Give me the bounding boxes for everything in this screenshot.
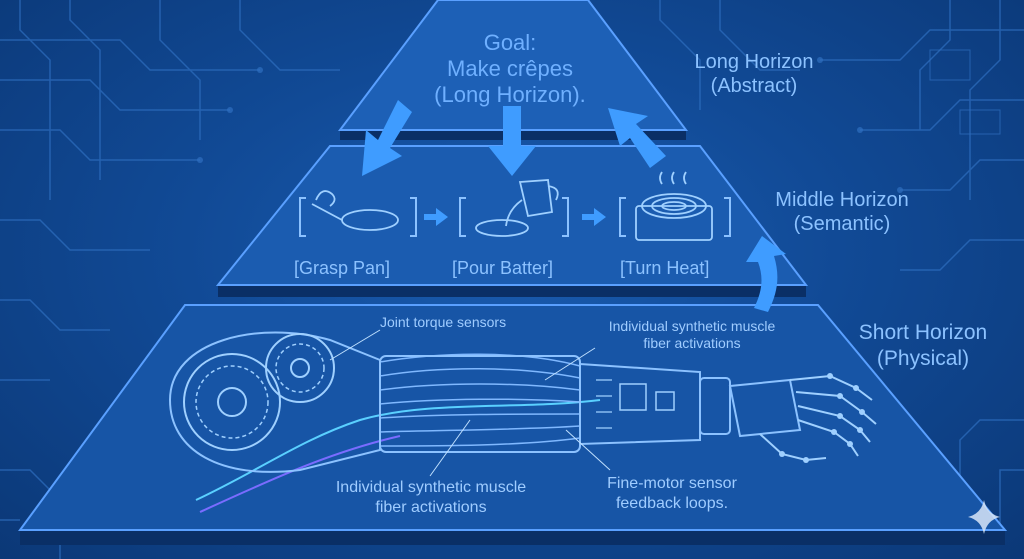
long-horizon-title: Long Horizon (694, 51, 814, 73)
muscle-fiber-annotation-top: Individual synthetic muscle fiber activa… (584, 318, 800, 352)
middle-horizon-label: Middle Horizon (Semantic) (752, 188, 932, 236)
down-left-arrow (362, 100, 412, 176)
muscle-top-line-1: Individual synthetic muscle (608, 318, 776, 334)
down-center-arrow (488, 106, 536, 176)
step-pour-batter: [Pour Batter] (452, 258, 554, 278)
batter-jug-icon (475, 179, 559, 237)
long-horizon-subtitle: (Abstract) (710, 75, 798, 97)
batter-arrow-2 (582, 208, 606, 226)
short-horizon-title: Short Horizon (858, 321, 988, 344)
bracket-grasp (299, 197, 417, 237)
step-grasp-pan: [Grasp Pan] (294, 258, 391, 278)
middle-horizon-subtitle: (Semantic) (793, 213, 891, 235)
up-right-arrow (608, 108, 666, 168)
long-horizon-label: Long Horizon (Abstract) (674, 50, 834, 98)
muscle-bottom-line-2: fiber activations (375, 499, 487, 516)
stove-icon (635, 171, 713, 241)
batter-arrow-1 (424, 208, 448, 226)
bracket-pour (459, 197, 569, 237)
short-horizon-label: Short Horizon (Physical) (840, 320, 1006, 372)
goal-line-2: Make crêpes (447, 56, 573, 81)
sparkle-icon (968, 500, 1000, 534)
step-turn-heat: [Turn Heat] (620, 258, 710, 278)
middle-horizon-title: Middle Horizon (775, 189, 909, 211)
goal-line-3: (Long Horizon). (434, 82, 586, 107)
fine-motor-annotation: Fine-motor sensor feedback loops. (592, 474, 752, 514)
middle-tier-slab (215, 145, 809, 297)
up-curved-arrow (746, 236, 786, 312)
muscle-bottom-line-1: Individual synthetic muscle (335, 479, 527, 496)
goal-text: Goal: Make crêpes (Long Horizon). (380, 30, 640, 108)
muscle-top-line-2: fiber activations (643, 335, 741, 351)
fine-motor-line-1: Fine-motor sensor (607, 475, 737, 492)
goal-line-1: Goal: (483, 30, 537, 55)
joint-torque-annotation: Joint torque sensors (380, 314, 507, 330)
muscle-fiber-annotation-bottom: Individual synthetic muscle fiber activa… (316, 478, 546, 518)
robot-arm-illustration (168, 329, 877, 513)
fine-motor-line-2: feedback loops. (615, 495, 729, 512)
bracket-heat (619, 197, 731, 237)
pan-icon (311, 190, 399, 231)
short-horizon-subtitle: (Physical) (876, 347, 970, 370)
